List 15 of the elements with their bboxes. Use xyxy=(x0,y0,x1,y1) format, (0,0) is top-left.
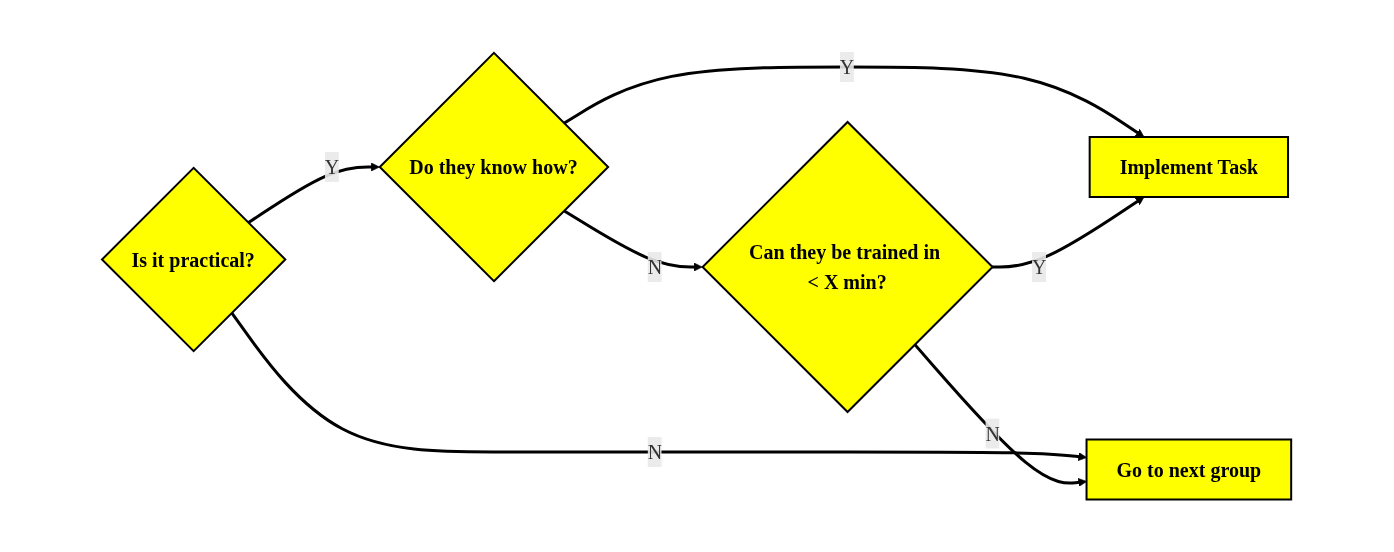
edge-label: Y xyxy=(1032,256,1047,279)
edge-label: Y xyxy=(325,156,340,179)
node-box: Go to next group xyxy=(1085,438,1293,501)
arrow xyxy=(563,209,703,272)
node-diamond: Can they be trained in < X min? xyxy=(701,120,995,414)
edge-label: N xyxy=(648,256,663,279)
arrow xyxy=(247,162,381,225)
edge-label: Y xyxy=(840,56,855,79)
arrow xyxy=(992,196,1145,269)
edge-label: N xyxy=(985,422,1001,445)
node-box: Implement Task xyxy=(1089,136,1290,199)
node-diamond: Is it practical? xyxy=(101,166,288,353)
arrow xyxy=(563,65,1145,138)
node-diamond: Do they know how? xyxy=(378,51,610,283)
edge-label: N xyxy=(648,441,663,464)
